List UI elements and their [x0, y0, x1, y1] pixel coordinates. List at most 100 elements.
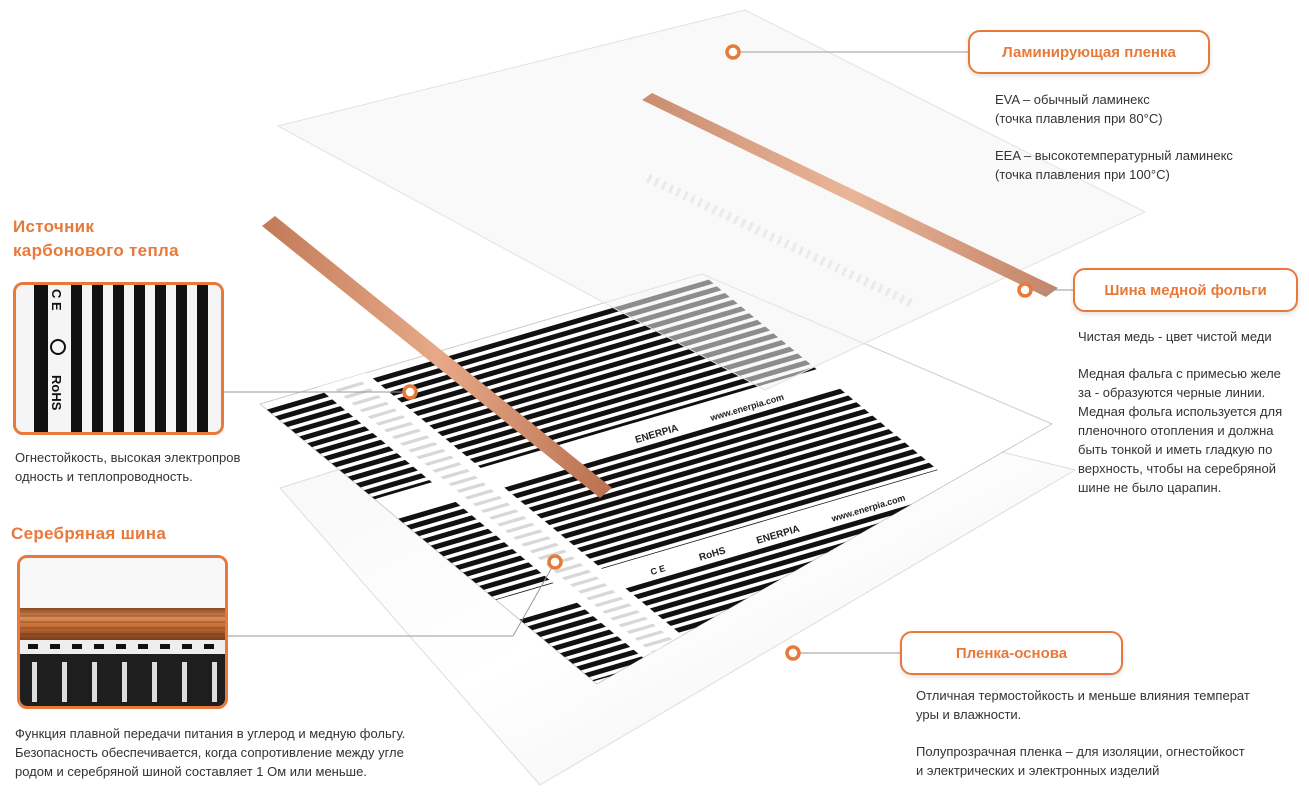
copper-foil-title: Шина медной фольги: [1104, 281, 1267, 299]
lamination-desc-line: EVA – обычный ламинекс: [995, 92, 1150, 107]
lamination-film-title: Ламинирующая пленка: [1002, 43, 1176, 61]
silver-bus-tick: [594, 596, 624, 608]
silver-bus-tick: [513, 529, 543, 540]
copper-desc-line: Медная фальга с примесью желе: [1078, 366, 1281, 381]
copper-desc-line: Медная фольга используется для: [1078, 404, 1283, 419]
silver-bus-tick: [626, 623, 656, 634]
silver-bus-tick: [343, 388, 373, 399]
ce-print: C E: [649, 563, 666, 577]
carbon-stripe: [487, 462, 934, 597]
base-desc-line: и электрических и электронных изделий: [916, 763, 1160, 778]
carbon-stripe: [371, 366, 817, 500]
silver-bus-tick: [456, 482, 487, 493]
carbon-stripe: [454, 435, 902, 570]
carbon-heat-title-line: Источник: [13, 217, 95, 236]
carbon-stripe: [331, 333, 779, 468]
copper-foil-strip-lower: [262, 216, 612, 498]
silver-bus-tick: [464, 489, 495, 500]
carbon-stripe: [430, 415, 878, 550]
carbon-stripe: [398, 388, 845, 523]
carbon-closeup-photo: C E RoHS: [13, 282, 224, 435]
marker-base: [785, 645, 801, 661]
marker-dots: [402, 44, 1033, 661]
carbon-stripe: [519, 489, 967, 624]
silver-bus-closeup-photo: [17, 555, 228, 709]
silver-bus-tick: [375, 415, 406, 426]
ce-mark: C E: [49, 289, 64, 311]
copper-desc-line: верхность, чтобы на серебряной: [1078, 461, 1276, 476]
silver-bus-tick: [440, 469, 470, 480]
marker-silver: [547, 554, 563, 570]
silver-bus-tick: [521, 536, 551, 547]
carbon-heating-film: ENERPIAwww.enerpia.comRoHSENERPIAwww.ene…: [258, 273, 1054, 685]
lamination-desc-line: (точка плавления при 100°C): [995, 167, 1170, 182]
silver-bus-title: Серебряная шина: [11, 522, 166, 546]
silver-bus-tick: [448, 475, 479, 487]
carbon-stripe: [347, 346, 795, 481]
rohs-mark: RoHS: [49, 375, 64, 411]
silver-bus-tick: [529, 542, 559, 554]
silver-bus-tick: [416, 448, 446, 460]
silver-bus-tick: [488, 509, 519, 520]
silver-bus-title-text: Серебряная шина: [11, 524, 167, 543]
lamination-desc-line: (точка плавления при 80°C): [995, 111, 1163, 126]
copper-foil-label: Шина медной фольги: [1073, 268, 1298, 312]
silver-bus-tick: [424, 455, 454, 466]
carbon-stripe: [479, 456, 926, 590]
silver-bus-tick: [642, 637, 673, 648]
carbon-stripe: [527, 496, 975, 631]
marker-copper: [1017, 282, 1033, 298]
silver-bus-tick: [391, 428, 422, 440]
silver-bus-tick: [408, 442, 438, 453]
copper-desc-line: шине не было царапин.: [1078, 480, 1222, 495]
certification-mark: [50, 339, 66, 355]
copper-desc-line: Чистая медь - цвет чистой меди: [1078, 329, 1272, 344]
base-desc-line: Отличная термостойкость и меньше влияния…: [916, 688, 1250, 703]
copper-desc-line: быть тонкой и иметь гладкую по: [1078, 442, 1273, 457]
silver-bus-tick: [610, 610, 640, 621]
base-film-label: Пленка-основа: [900, 631, 1123, 675]
silver-desc-line: родом и серебряной шиной составляет 1 Ом…: [15, 764, 367, 779]
carbon-stripe: [339, 340, 787, 474]
silver-bus-tick: [399, 435, 430, 446]
leader-lines: [224, 51, 1073, 654]
silver-bus-tick: [335, 381, 365, 392]
silver-bus-tick: [585, 589, 616, 601]
carbon-stripe: [315, 319, 762, 454]
silver-desc-line: Безопасность обеспечивается, когда сопро…: [15, 745, 404, 760]
copper-description: Чистая медь - цвет чистой меди Медная фа…: [1078, 327, 1303, 497]
carbon-description: Огнестойкость, высокая электропров однос…: [15, 448, 255, 486]
carbon-stripe: [406, 395, 853, 530]
lamination-film-label: Ламинирующая пленка: [968, 30, 1210, 74]
carbon-desc-line: одность и теплопроводность.: [15, 469, 193, 484]
silver-bus-tick: [497, 516, 527, 527]
silver-bus-tick: [577, 583, 608, 594]
carbon-stripe: [438, 422, 886, 557]
silver-bus-tick: [505, 522, 535, 534]
carbon-stripe: [414, 402, 862, 537]
lamination-desc-line: EEA – высокотемпературный ламинекс: [995, 148, 1233, 163]
silver-bus-tick: [561, 569, 592, 581]
carbon-stripe: [363, 360, 811, 495]
carbon-stripe: [470, 449, 918, 584]
silver-bus-tick: [480, 502, 511, 513]
silver-bus-tick: [472, 495, 503, 507]
base-desc-line: Полупрозрачная пленка – для изоляции, ог…: [916, 744, 1245, 759]
silver-bus-tick: [432, 462, 462, 473]
carbon-stripe: [422, 408, 870, 543]
silver-bus-tick: [618, 616, 648, 628]
silver-desc-line: Функция плавной передачи питания в углер…: [15, 726, 406, 741]
carbon-heat-title: Источник карбонового тепла: [13, 215, 179, 263]
carbon-stripe: [291, 299, 738, 434]
silver-bus-tick: [602, 603, 632, 614]
lamination-description: EVA – обычный ламинекс (точка плавления …: [995, 90, 1295, 184]
marker-lamination: [725, 44, 741, 60]
carbon-stripe: [274, 286, 722, 421]
silver-bus-tick: [634, 630, 665, 641]
carbon-stripe: [323, 326, 771, 461]
silver-bus-tick: [367, 408, 398, 419]
carbon-stripe: [462, 442, 910, 577]
lamination-film-sheet: [276, 9, 1147, 391]
carbon-stripe: [355, 353, 803, 488]
